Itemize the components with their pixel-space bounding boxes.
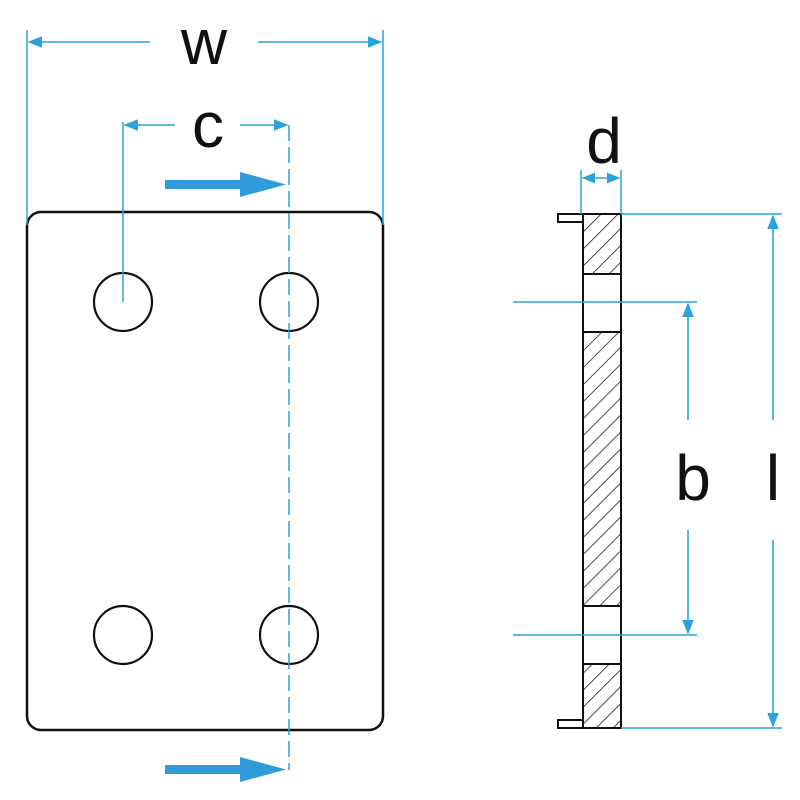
section-arrow-bottom bbox=[165, 757, 286, 782]
section-arrow-top bbox=[165, 172, 286, 197]
section-lip-bottom bbox=[557, 719, 583, 729]
section-lip-top bbox=[557, 213, 583, 223]
mounting-hole-bottom-left bbox=[92, 604, 154, 666]
d-label: d bbox=[586, 105, 622, 177]
section-segment-bottom bbox=[582, 663, 622, 729]
plate-outline bbox=[25, 210, 385, 732]
l-label: l bbox=[766, 442, 780, 514]
c-label: c bbox=[192, 89, 224, 161]
section-segment-middle bbox=[582, 331, 622, 607]
w-label: w bbox=[180, 6, 228, 78]
b-label: b bbox=[675, 442, 711, 514]
section-hole-top bbox=[582, 273, 622, 333]
front-view: w c bbox=[25, 6, 385, 782]
section-view: d l b bbox=[513, 105, 782, 729]
section-segment-top bbox=[582, 213, 622, 275]
